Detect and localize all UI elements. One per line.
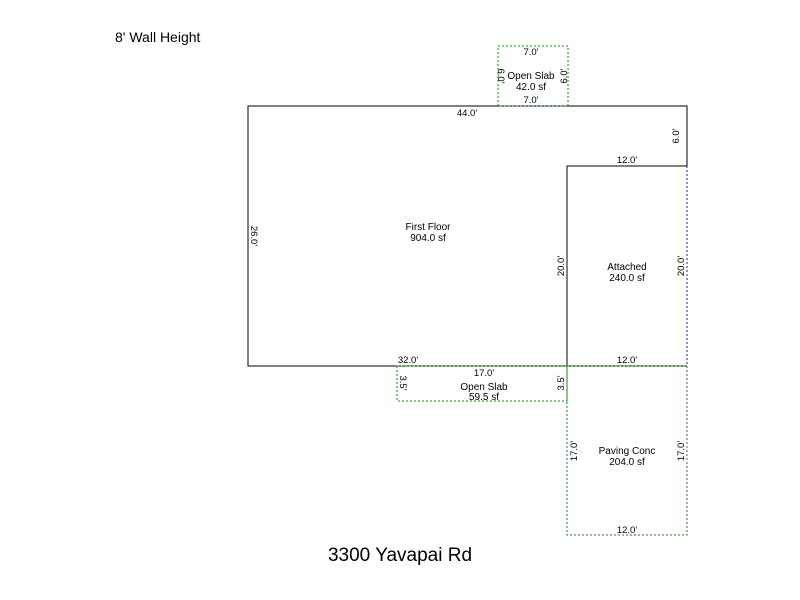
dim-attached-top: 12.0': [617, 155, 637, 166]
dim-slab-bottom-left: 3.5': [397, 375, 408, 390]
dim-first-floor-top: 44.0': [457, 108, 477, 119]
dim-attached-right: 20.0': [676, 256, 687, 276]
first-floor-outline: [247, 105, 688, 367]
wall-height-label: 8' Wall Height: [115, 29, 201, 45]
dim-slab-top-top: 7.0': [523, 47, 538, 58]
open-slab-top-outline: [497, 45, 569, 107]
dim-paving-bottom: 12.0': [617, 525, 637, 536]
paving-name: Paving Conc: [599, 446, 656, 457]
dim-first-floor-bottom: 32.0': [398, 355, 418, 366]
dim-slab-bottom-right: 3.5': [556, 375, 567, 390]
property-address: 3300 Yavapai Rd: [327, 545, 473, 566]
first-floor-area: 904.0 sf: [410, 233, 446, 244]
dim-first-floor-left: 26.0': [248, 226, 259, 246]
dim-slab-top-right: 6.0': [559, 68, 570, 83]
first-floor-name: First Floor: [406, 222, 452, 233]
dim-paving-right: 17.0': [676, 441, 687, 461]
attached-area: 240.0 sf: [609, 273, 645, 284]
dim-attached-bottom: 12.0': [617, 355, 637, 366]
open-slab-bottom-name: Open Slab: [460, 382, 508, 393]
open-slab-top-area: 42.0 sf: [516, 82, 546, 93]
open-slab-bottom-outline: [396, 365, 568, 402]
open-slab-top-name: Open Slab: [507, 71, 555, 82]
attached-name: Attached: [607, 262, 646, 273]
paving-outline: [566, 365, 688, 536]
dim-paving-left: 17.0': [569, 441, 580, 461]
open-slab-bottom-area: 59.5 sf: [469, 392, 499, 403]
dim-first-floor-right-upper: 6.0': [671, 128, 682, 143]
dim-slab-top-bottom: 7.0': [523, 95, 538, 106]
dim-slab-bottom-top: 17.0': [474, 368, 494, 379]
paving-area: 204.0 sf: [609, 457, 645, 468]
dim-slab-top-left: 6.0': [495, 68, 506, 83]
dim-first-floor-inner: 20.0': [556, 256, 567, 276]
